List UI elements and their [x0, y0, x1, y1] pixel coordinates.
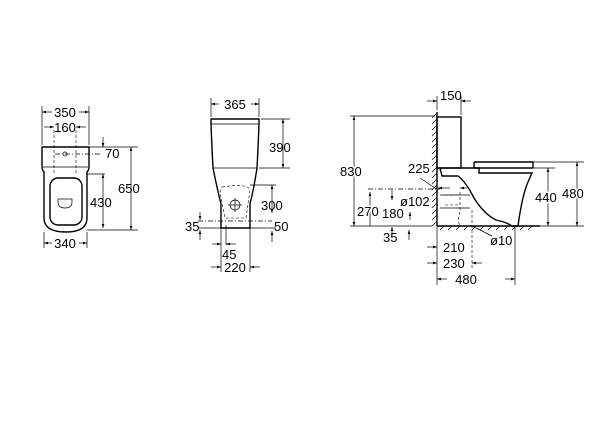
front-view: 365 390 300 50 35 45 220 — [185, 97, 291, 275]
top-view-outline — [41, 146, 90, 233]
seat-outline — [49, 177, 83, 226]
top-view: 350 160 70 430 650 340 — [41, 105, 140, 251]
dim-d102: ø102 — [400, 194, 430, 209]
dim-180: 180 — [382, 206, 404, 221]
dim-50: 50 — [274, 219, 288, 234]
dim-390: 390 — [269, 140, 291, 155]
dim-430: 430 — [90, 195, 112, 210]
dim-650: 650 — [118, 181, 140, 196]
dim-45: 45 — [222, 247, 236, 262]
dim-830: 830 — [340, 164, 362, 179]
dim-70: 70 — [105, 146, 119, 161]
dim-480-depth: 480 — [455, 272, 477, 287]
seat-side — [473, 161, 534, 169]
dim-270: 270 — [357, 204, 379, 219]
dim-300: 300 — [261, 198, 283, 213]
dim-350: 350 — [54, 105, 76, 120]
dim-225: 225 — [408, 161, 430, 176]
wall-hatch — [431, 112, 438, 227]
dim-150: 150 — [440, 88, 462, 103]
dim-365: 365 — [224, 97, 246, 112]
dim-230: 230 — [443, 256, 465, 271]
tank-side — [436, 116, 462, 169]
floor-hatch — [437, 225, 540, 231]
dim-160: 160 — [54, 120, 76, 135]
dim-340: 340 — [54, 236, 76, 251]
dim-440: 440 — [535, 190, 557, 205]
dim-d10: ø10 — [490, 233, 512, 248]
dim-480-height: 480 — [562, 186, 584, 201]
dim-220: 220 — [224, 260, 246, 275]
dim-35-side: 35 — [383, 230, 397, 245]
dim-35: 35 — [185, 219, 199, 234]
bowl-side — [439, 167, 534, 227]
side-view: 150 830 225 ø102 270 180 35 440 480 ø10 … — [339, 88, 586, 287]
dim-210: 210 — [443, 240, 465, 255]
